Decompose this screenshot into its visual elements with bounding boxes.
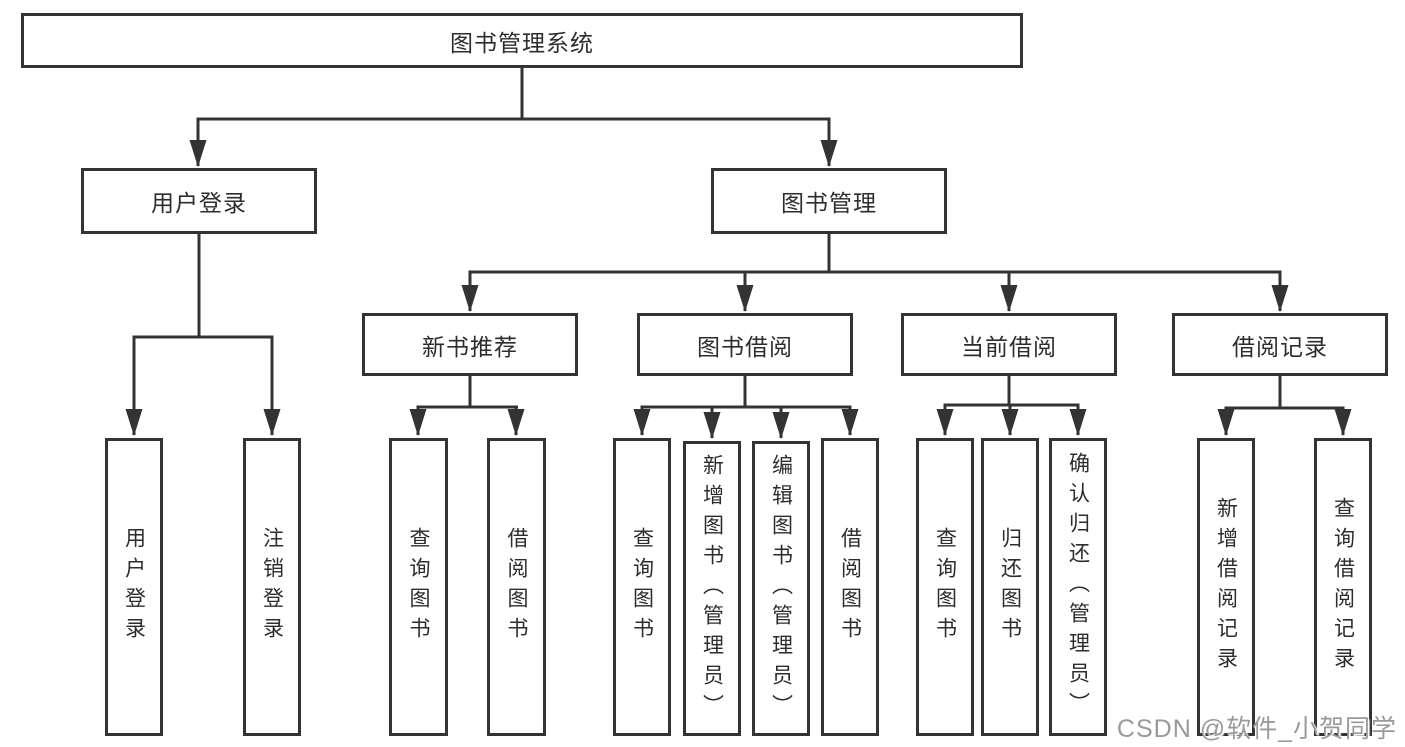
leaf-label: 确认归还（管理员） [1066,452,1090,722]
leaf-label: 新增图书（管理员） [700,453,724,724]
node-label: 新书推荐 [422,333,518,360]
leaf-label: 借阅图书 [838,527,862,647]
leaf-label: 查询图书 [407,527,430,647]
leaf-return-book: 归还图书 [981,438,1039,736]
node-label: 当前借阅 [961,333,1057,360]
leaf-borrow-books-recommend: 借阅图书 [487,438,546,736]
leaf-confirm-return-admin: 确认归还（管理员） [1049,438,1107,736]
leaf-logout: 注销登录 [243,438,301,736]
node-book-management: 图书管理 [711,168,947,234]
node-book-borrowing: 图书借阅 [637,313,853,376]
node-label: 图书借阅 [697,333,793,360]
node-label: 图书管理系统 [450,29,594,56]
leaf-query-books-current: 查询图书 [916,438,974,736]
leaf-label: 注销登录 [260,527,284,647]
leaf-label: 查询图书 [630,527,654,647]
node-current-borrowing: 当前借阅 [901,313,1117,376]
leaf-label: 用户登录 [122,527,146,647]
leaf-label: 查询图书 [933,527,957,647]
node-label: 图书管理 [781,190,877,216]
leaf-query-books-recommend: 查询图书 [389,438,448,736]
node-label: 借阅记录 [1232,333,1328,360]
leaf-user-login: 用户登录 [105,438,163,736]
leaf-label: 新增借阅记录 [1214,497,1238,677]
leaf-add-book-admin: 新增图书（管理员） [683,441,741,736]
leaf-label: 查询借阅记录 [1331,497,1355,677]
leaf-label: 编辑图书（管理员） [769,453,793,724]
node-borrowing-records: 借阅记录 [1172,313,1388,376]
node-new-book-recommendation: 新书推荐 [362,313,578,376]
leaf-edit-book-admin: 编辑图书（管理员） [752,441,810,736]
leaf-borrow-books: 借阅图书 [821,438,879,736]
leaf-query-borrow-record: 查询借阅记录 [1314,438,1372,736]
leaf-label: 归还图书 [998,527,1022,647]
node-label: 用户登录 [151,190,247,216]
node-user-login: 用户登录 [81,168,317,234]
node-library-management-system: 图书管理系统 [21,13,1023,68]
csdn-watermark: CSDN @软件_小贺同学 [1116,715,1397,743]
leaf-label: 借阅图书 [505,527,528,647]
leaf-add-borrow-record: 新增借阅记录 [1197,438,1255,736]
leaf-query-books-borrow: 查询图书 [613,438,671,736]
